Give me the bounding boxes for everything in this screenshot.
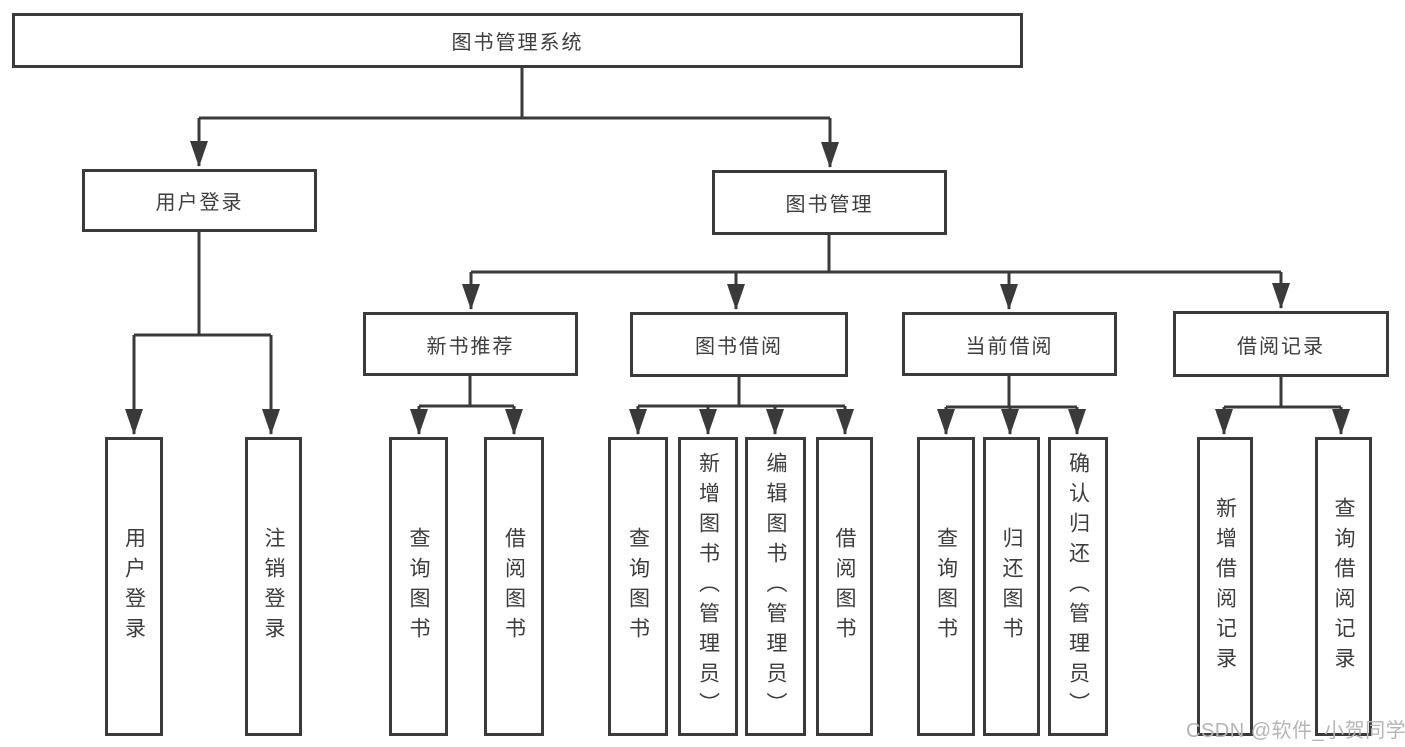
node-borrow-records: 借阅记录: [1173, 311, 1389, 377]
leaf-bb-add-book-admin-label: 新增图书（管理员）: [696, 451, 720, 722]
node-new-book-recommend-label: 新书推荐: [426, 335, 515, 358]
leaf-bb-borrow-books: 借阅图书: [816, 437, 873, 736]
node-book-borrow: 图书借阅: [630, 312, 848, 377]
leaf-br-query-record-label: 查询借阅记录: [1332, 496, 1355, 677]
leaf-user-login: 用户登录: [105, 437, 163, 736]
leaf-cb-return-books: 归还图书: [983, 437, 1040, 736]
node-book-management-label: 图书管理: [785, 194, 874, 216]
node-new-book-recommend: 新书推荐: [363, 312, 578, 376]
node-user-login: 用户登录: [82, 169, 317, 232]
leaf-nbr-query-books-label: 查询图书: [407, 526, 430, 647]
connector-user-login: [134, 232, 271, 337]
leaf-cb-confirm-return-admin: 确认归还（管理员）: [1048, 437, 1108, 736]
leaf-bb-edit-book-admin-label: 编辑图书（管理员）: [764, 451, 787, 722]
leaf-cb-query-books-label: 查询图书: [934, 526, 958, 647]
connector-root: [199, 68, 830, 120]
leaf-user-login-label: 用户登录: [122, 526, 146, 647]
node-root-system: 图书管理系统: [12, 13, 1023, 68]
leaf-cb-query-books: 查询图书: [917, 437, 975, 736]
leaf-br-add-record-label: 新增借阅记录: [1213, 496, 1237, 677]
leaf-cb-confirm-return-admin-label: 确认归还（管理员）: [1066, 451, 1090, 722]
leaf-br-add-record: 新增借阅记录: [1197, 437, 1253, 736]
leaf-bb-query-books-label: 查询图书: [626, 526, 650, 647]
leaf-br-query-record: 查询借阅记录: [1315, 437, 1372, 736]
leaf-logout-label: 注销登录: [262, 526, 285, 647]
leaf-bb-borrow-books-label: 借阅图书: [833, 526, 856, 647]
leaf-nbr-query-books: 查询图书: [389, 437, 448, 736]
leaf-logout: 注销登录: [245, 437, 302, 736]
node-root-label: 图书管理系统: [451, 32, 584, 54]
connector-new-book-recommend: [419, 376, 514, 408]
node-current-borrow-label: 当前借阅: [965, 335, 1054, 358]
leaf-bb-edit-book-admin: 编辑图书（管理员）: [745, 437, 806, 736]
node-book-borrow-label: 图书借阅: [695, 336, 783, 358]
connector-book-management: [471, 235, 1281, 274]
leaf-nbr-borrow-books-label: 借阅图书: [502, 526, 526, 647]
connector-borrow-records: [1224, 377, 1341, 409]
leaf-bb-add-book-admin: 新增图书（管理员）: [678, 437, 738, 736]
node-borrow-records-label: 借阅记录: [1237, 335, 1325, 358]
connector-current-borrow: [946, 376, 1077, 409]
csdn-watermark: CSDN @软件_小贺同学: [1186, 720, 1405, 742]
leaf-cb-return-books-label: 归还图书: [1000, 526, 1023, 647]
node-user-login-label: 用户登录: [155, 192, 244, 214]
leaf-bb-query-books: 查询图书: [608, 437, 668, 736]
connector-book-borrow: [638, 377, 845, 408]
node-book-management: 图书管理: [712, 170, 947, 235]
node-current-borrow: 当前借阅: [902, 312, 1117, 376]
leaf-nbr-borrow-books: 借阅图书: [484, 437, 544, 736]
